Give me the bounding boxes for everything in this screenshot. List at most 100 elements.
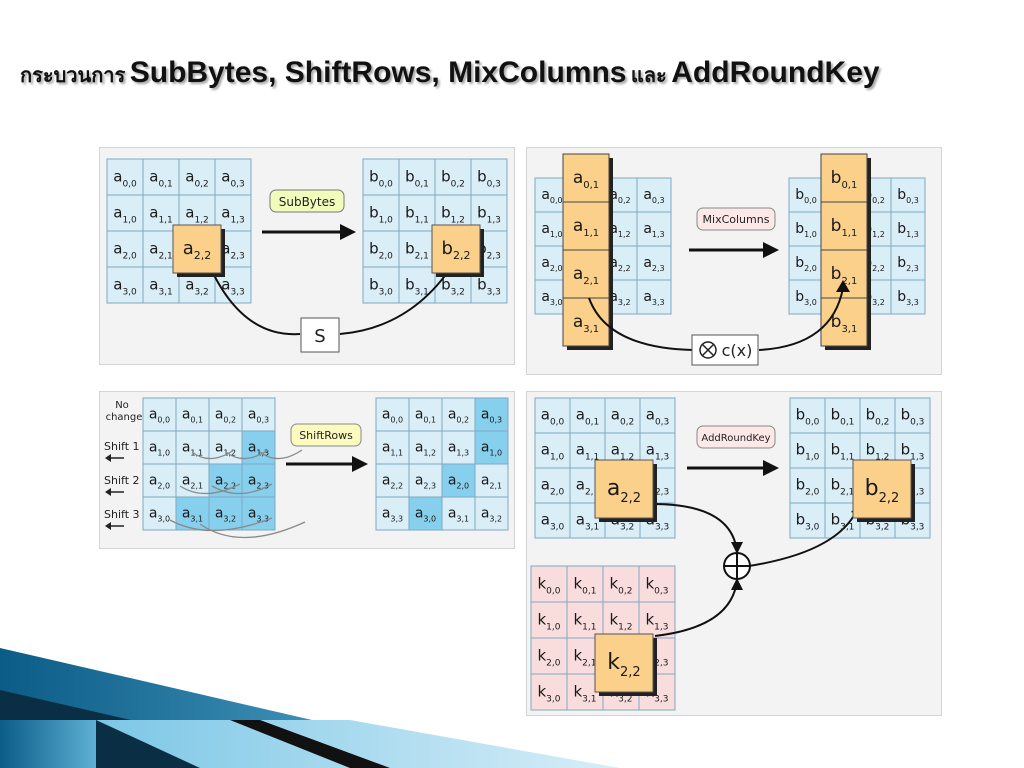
highlight-cell	[172, 224, 222, 274]
state-cell	[362, 266, 400, 304]
addroundkey-label: AddRoundKey	[701, 433, 770, 444]
title-conjunction: และ	[630, 65, 667, 87]
mixcolumns-input-column: a0,1a1,1a2,1a3,1	[562, 153, 613, 350]
state-cell	[569, 397, 606, 434]
state-cell	[788, 279, 824, 315]
shiftrows-label-box	[290, 423, 362, 447]
mixcolumns-arrow-head	[763, 242, 779, 258]
addroundkey-highlight-input: a2,2	[594, 459, 657, 522]
highlight-cell	[594, 633, 654, 693]
cx-in-curve	[588, 297, 694, 351]
swoosh-base	[0, 720, 96, 768]
column-cell	[820, 153, 868, 203]
addroundkey-highlight-output: b2,2	[852, 459, 915, 522]
key-to-xor-head	[731, 578, 743, 590]
state-cell	[636, 177, 672, 213]
state-cell	[789, 502, 826, 539]
shift-curves	[169, 449, 306, 539]
sbox-box	[300, 317, 340, 353]
state-cell	[362, 194, 400, 232]
state-cell	[788, 245, 824, 281]
state-cell	[566, 565, 604, 603]
state-cell	[894, 397, 931, 434]
state-to-xor-head	[731, 542, 743, 554]
state-cell	[534, 467, 571, 504]
state-cell	[142, 496, 177, 531]
state-cell	[408, 496, 443, 531]
column-cell	[562, 249, 610, 299]
state-cell	[788, 177, 824, 213]
state-cell	[789, 432, 826, 469]
state-cell	[534, 432, 571, 469]
swoosh-stripe	[230, 720, 390, 768]
column-cell	[562, 153, 610, 203]
mixcolumns-label-box	[696, 207, 776, 231]
sbox-label: S	[314, 326, 325, 347]
state-cell	[241, 430, 276, 465]
state-cell	[362, 158, 400, 196]
state-cell	[824, 502, 861, 539]
addroundkey-arrow-head	[763, 460, 779, 476]
state-cell	[474, 496, 509, 531]
state-cell	[106, 266, 144, 304]
state-cell	[208, 496, 243, 531]
state-cell	[208, 397, 243, 432]
state-cell	[375, 463, 410, 498]
shift3-label: Shift 3	[104, 508, 140, 521]
highlight-cell	[594, 459, 654, 519]
state-cell	[142, 463, 177, 498]
shift1-label: Shift 1	[104, 440, 140, 453]
state-cell	[530, 673, 568, 711]
mixcolumns-panel: a0,0a0,1a0,2a0,3a1,0a1,1a1,2a1,3a2,0a2,1…	[526, 147, 942, 375]
state-cell	[375, 397, 410, 432]
state-cell	[375, 496, 410, 531]
state-cell	[434, 158, 472, 196]
state-cell	[408, 397, 443, 432]
state-cell	[890, 245, 926, 281]
state-cell	[441, 496, 476, 531]
subbytes-arrow-head	[340, 224, 356, 240]
state-cell	[408, 463, 443, 498]
state-cell	[890, 177, 926, 213]
state-cell	[408, 430, 443, 465]
state-cell	[859, 397, 896, 434]
state-cell	[636, 245, 672, 281]
slide-title: กระบวนการ SubBytes, ShiftRows, MixColumn…	[20, 56, 1010, 91]
state-cell	[106, 230, 144, 268]
highlight-cell	[852, 459, 912, 519]
sbox-out-curve	[339, 265, 453, 335]
state-cell	[530, 601, 568, 639]
state-cell	[602, 601, 640, 639]
state-cell	[602, 565, 640, 603]
subbytes-highlight-output: b2,2	[431, 224, 484, 277]
highlight-cell	[431, 224, 481, 274]
state-cell	[142, 158, 180, 196]
state-cell	[534, 397, 571, 434]
column-cell	[562, 201, 610, 251]
cx-multiply-x2	[701, 343, 715, 357]
state-cell	[241, 463, 276, 498]
subbytes-label: SubBytes	[279, 195, 336, 209]
state-cell	[636, 279, 672, 315]
title-prefix: กระบวนการ	[20, 65, 126, 87]
cx-out-head	[836, 280, 850, 292]
state-cell	[241, 496, 276, 531]
shiftrows-arrow-head	[352, 456, 368, 472]
state-cell	[530, 565, 568, 603]
no-change-label-1: No	[115, 400, 129, 411]
cx-box	[691, 334, 759, 366]
state-cell	[530, 637, 568, 675]
mixcolumns-diagram: a0,0a0,1a0,2a0,3a1,0a1,1a1,2a1,3a2,0a2,1…	[534, 153, 926, 366]
state-cell	[638, 565, 676, 603]
state-cell	[175, 430, 210, 465]
shiftrows-label: ShiftRows	[299, 429, 353, 442]
addroundkey-highlight-key: k2,2	[594, 633, 657, 696]
